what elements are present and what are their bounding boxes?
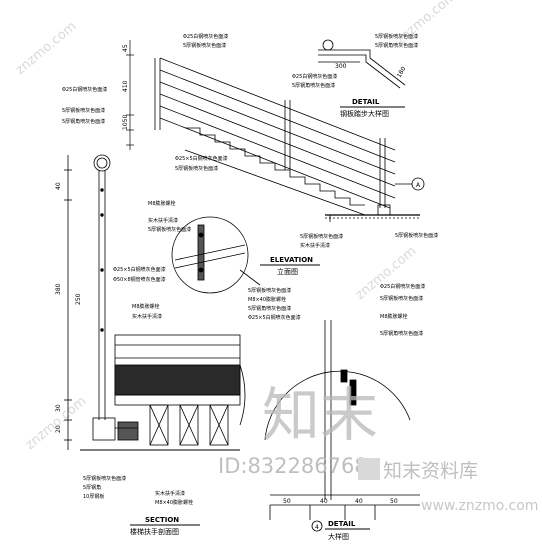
- note-bolt-1: M8膨胀螺栓: [132, 303, 160, 310]
- tread-title-cn: 钢板踏步大样图: [340, 109, 389, 118]
- handrail-profile-circle: [93, 154, 111, 172]
- note-junc-1: M8膨胀螺栓: [148, 200, 176, 207]
- watermark-site-4: znzmo.com: [353, 244, 419, 303]
- note-elev-8: 实木扶手清漆: [300, 242, 330, 249]
- watermark-site-1: znzmo.com: [13, 19, 79, 78]
- dim-bottom-40b: 40: [355, 498, 363, 505]
- note-anchor-1: Φ25白钢喷灰色面漆: [380, 283, 425, 290]
- elevation-view: [154, 57, 425, 222]
- elevation-title: ELEVATION 立面图: [260, 256, 320, 276]
- dim-top-1050: 1050: [122, 115, 129, 130]
- section-notes: M8膨胀螺栓 实木扶手清漆 实木扶手清漆 M8×40膨胀螺栓: [132, 303, 193, 506]
- dim-left-250: 250: [75, 293, 82, 305]
- note-junc-3: 5厚钢板喷灰色面漆: [148, 226, 191, 233]
- note-steel-tube: Φ25白钢喷灰色面漆: [62, 86, 107, 93]
- left-notes: Φ25白钢喷灰色面漆 5厚钢板喷灰色面漆 5厚钢角喷灰色面漆 Φ25×5白钢喷灰…: [62, 86, 166, 500]
- watermark-site-3: znzmo.com: [23, 394, 89, 453]
- section-view: [114, 334, 246, 446]
- note-wood-cap-2: 实木扶手清漆: [155, 490, 185, 497]
- note-junc-6: 5厚钢角喷灰色面漆: [248, 305, 291, 312]
- note-elev-5: Φ25×5白钢喷灰色面漆: [175, 155, 228, 162]
- watermark-logo-icon: [358, 458, 380, 480]
- note-wood-cap: 实木扶手清漆: [132, 313, 162, 320]
- note-elev-4: 5厚钢角喷灰色面漆: [292, 82, 335, 89]
- watermark-url: www.znzmo.com: [421, 498, 538, 514]
- note-seal: 5厚钢角: [83, 484, 101, 491]
- anchor-detail: [264, 320, 420, 532]
- note-junc-2: 实木扶手清漆: [148, 217, 178, 224]
- note-bolt-2: M8×40膨胀螺栓: [155, 499, 193, 506]
- watermark-site-2: znzmo.com: [393, 0, 459, 48]
- dim-left-20: 20: [55, 425, 62, 433]
- anchor-notes: Φ25白钢喷灰色面漆 5厚钢板喷灰色面漆 M8膨胀螺栓 5厚钢角喷灰色面漆: [380, 283, 425, 337]
- section-title-cn: 楼梯扶手剖面图: [130, 527, 179, 536]
- dim-bottom-50b: 50: [390, 498, 398, 505]
- note-junc-7: Φ25×5白钢喷灰色面漆: [248, 314, 301, 321]
- dim-detail-300: 300: [335, 63, 347, 70]
- watermark-library: 知末资料库: [383, 460, 478, 482]
- note-anchor-3: M8膨胀螺栓: [380, 313, 408, 320]
- tread-notes: 5厚钢板喷灰色面漆 5厚钢角喷灰色面漆: [375, 33, 418, 49]
- elevation-title-cn: 立面图: [277, 267, 298, 276]
- note-elev-2: 5厚钢板喷灰色面漆: [183, 42, 226, 49]
- watermark-foreground: 知末 ID:832286768 知末资料库 www.znzmo.com: [218, 381, 538, 514]
- anchor-dims: 50 40 40 50: [283, 498, 398, 505]
- handrail-inner-circle: [96, 157, 108, 169]
- tread-title-en: DETAIL: [352, 98, 380, 106]
- tread-detail: [318, 39, 406, 89]
- dim-bottom-40a: 40: [320, 498, 328, 505]
- dim-bottom-50a: 50: [283, 498, 291, 505]
- section-title-en: SECTION: [145, 516, 179, 524]
- note-tread-1: 5厚钢板喷灰色面漆: [375, 33, 418, 40]
- dim-detail-180: 180: [396, 65, 408, 79]
- elevation-title-en: ELEVATION: [270, 256, 313, 264]
- anchor-title-en: DETAIL: [328, 520, 356, 528]
- dim-left-380: 380: [55, 283, 62, 295]
- dim-left-30: 30: [55, 404, 62, 412]
- dim-top-410: 410: [122, 80, 129, 92]
- anchor-title-cn: 大样图: [328, 532, 349, 541]
- note-junc-5: M8×40膨胀螺栓: [248, 296, 286, 303]
- note-rail-25: Φ25×5白钢喷灰色面漆: [113, 266, 166, 273]
- note-plate-10: 10厚钢板: [83, 493, 104, 500]
- left-post-section: [64, 154, 240, 451]
- note-elev-9: 5厚钢板喷灰色面漆: [395, 232, 438, 239]
- note-elev-3: Φ25白钢喷灰色面漆: [292, 73, 337, 80]
- note-anchor-4: 5厚钢角喷灰色面漆: [380, 330, 423, 337]
- junction-notes: M8膨胀螺栓 实木扶手清漆 5厚钢板喷灰色面漆 5厚钢板喷灰色面漆 M8×40膨…: [148, 200, 301, 321]
- elevation-notes: Φ25白钢喷灰色面漆 5厚钢板喷灰色面漆 Φ25白钢喷灰色面漆 5厚钢角喷灰色面…: [175, 33, 438, 249]
- watermark-brand: 知末: [262, 381, 378, 449]
- watermark-id: ID:832286768: [218, 454, 368, 478]
- note-junc-4: 5厚钢板喷灰色面漆: [248, 287, 291, 294]
- note-rubber-pad: 5厚钢板喷灰色面漆: [83, 475, 126, 482]
- note-steel-angle: 5厚钢角喷灰色面漆: [62, 118, 105, 125]
- anchor-title: DETAIL 大样图: [325, 520, 370, 541]
- elevation-dims: [126, 40, 134, 150]
- callout-number: 4: [315, 524, 319, 531]
- note-flat-steel: 5厚钢板喷灰色面漆: [62, 107, 105, 114]
- dim-top-45: 45: [122, 44, 129, 52]
- note-pipe-50: Φ50×8钢管喷灰色面漆: [113, 276, 166, 283]
- note-elev-6: 5厚钢板喷灰色面漆: [175, 165, 218, 172]
- note-elev-1: Φ25白钢喷灰色面漆: [183, 33, 228, 40]
- callout-marker: A: [416, 182, 421, 189]
- note-tread-2: 5厚钢角喷灰色面漆: [375, 42, 418, 49]
- dim-left-40: 40: [55, 182, 62, 190]
- tread-title: DETAIL 钢板踏步大样图: [340, 98, 405, 118]
- note-elev-7: 5厚钢板喷灰色面漆: [300, 233, 343, 240]
- section-title: SECTION 楼梯扶手剖面图: [130, 516, 200, 536]
- junction-detail: [171, 216, 261, 294]
- note-anchor-2: 5厚钢板喷灰色面漆: [380, 295, 423, 302]
